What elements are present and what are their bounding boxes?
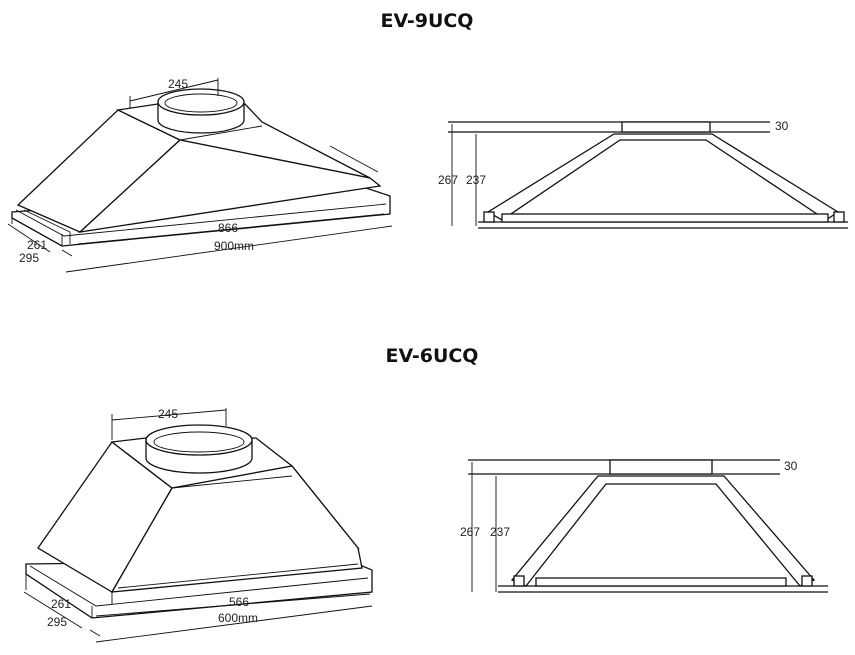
dim-line-245 [111,408,227,440]
dim-collar-label: 245 [158,407,178,421]
hood-right-slope [110,465,363,593]
hood-profile [486,133,840,221]
collar-profile [621,121,711,133]
duct-collar-top [157,88,245,116]
dim-outer-width-label: 600mm [218,611,258,625]
filter-profile [501,213,829,223]
iso-view-ev-6ucq [23,408,373,643]
collar-profile [609,459,713,475]
dim-inner-depth-label: 261 [51,597,71,611]
dim-outer-width-label: 900mm [214,239,254,253]
hood-right-slope [77,139,382,233]
dim-inner-height-label: 237 [490,525,510,539]
height-dim-lines [471,462,497,592]
dim-line-width [65,213,393,273]
dim-collar-label: 245 [168,77,188,91]
dim-flange-label: 30 [775,119,789,133]
dim-outer-depth-label: 295 [19,251,39,265]
dim-line-245 [129,78,219,108]
hood-profile [510,475,816,587]
side-view-ev-9ucq [448,121,848,229]
dim-outer-height-label: 267 [438,173,458,187]
dim-line-depth [7,212,73,257]
dim-inner-depth-label: 261 [27,238,47,252]
model-title-ev-9ucq: EV-9UCQ [381,10,474,32]
dim-flange-label: 30 [784,459,798,473]
dim-line-depth [23,574,101,637]
dim-inner-width-label: 866 [218,221,238,235]
dim-outer-height-label: 267 [460,525,480,539]
dim-line-width [95,593,373,643]
side-view-ev-6ucq [468,459,828,593]
model-title-ev-6ucq: EV-6UCQ [386,345,479,367]
iso-view-ev-9ucq [7,78,393,273]
dim-outer-depth-label: 295 [47,615,67,629]
filter-profile [535,577,787,587]
height-dim-lines [451,124,477,226]
dim-inner-height-label: 237 [466,173,486,187]
dim-inner-width-label: 566 [229,595,249,609]
duct-collar-top [145,424,253,456]
